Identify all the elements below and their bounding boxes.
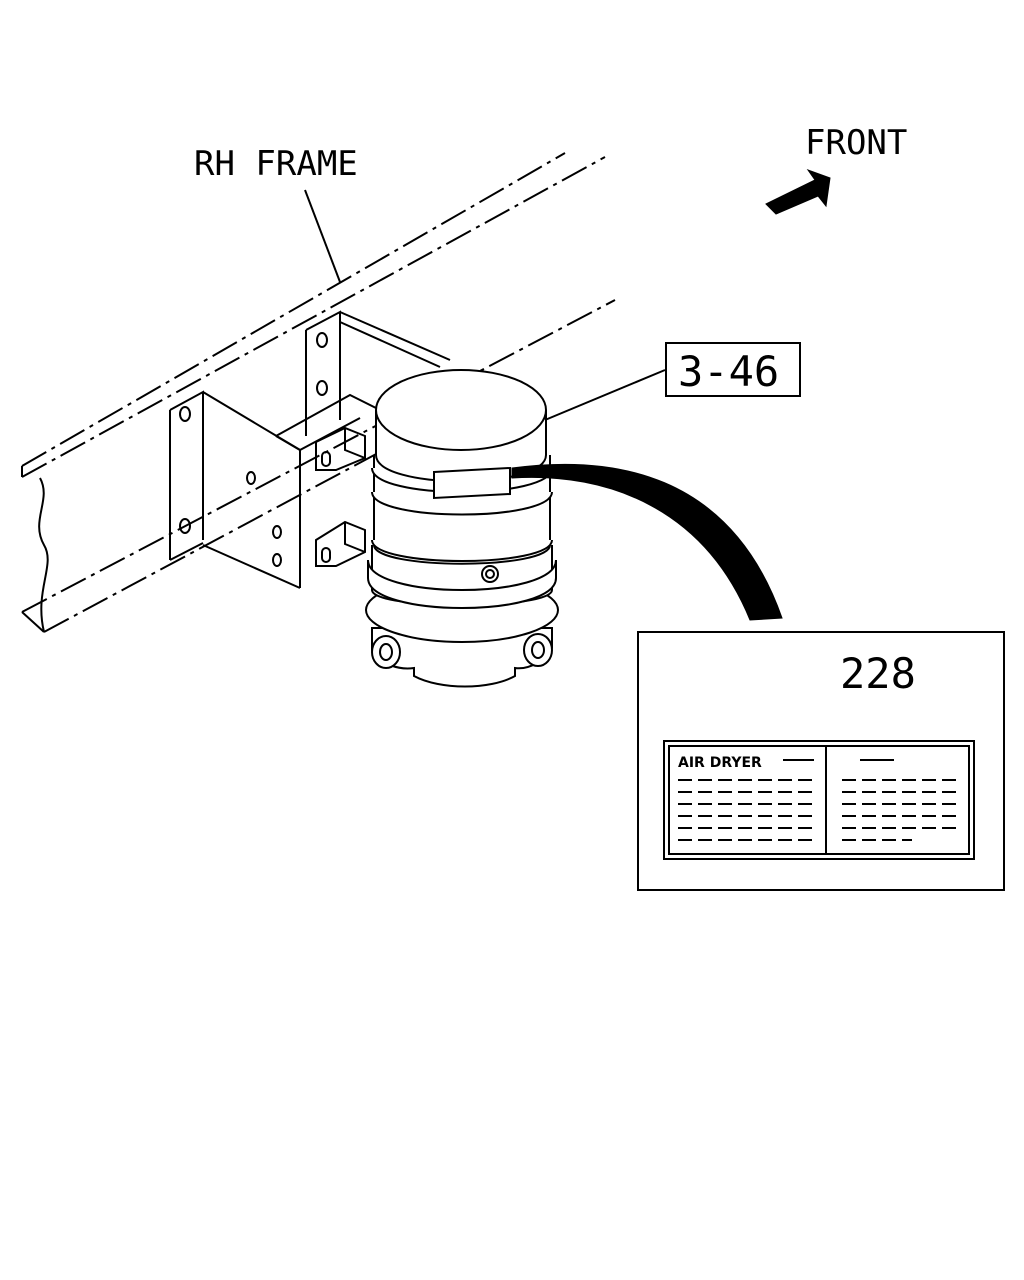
decal-text-right <box>842 779 960 841</box>
air-dryer-decal <box>663 740 975 860</box>
air-dryer-unit <box>365 369 559 688</box>
frame-leader <box>304 189 341 283</box>
decal-title: AIR DRYER <box>678 755 762 771</box>
detail-pointer <box>511 463 783 621</box>
ref-callout-box <box>665 342 801 397</box>
ref-callout-label: 3-46 <box>678 347 779 396</box>
front-label: FRONT <box>805 123 907 163</box>
callout-leader <box>544 369 666 421</box>
decal-text-left <box>678 779 812 841</box>
frame-label: RH FRAME <box>194 144 358 184</box>
label-detail-box: 228 AIR DRYER <box>637 631 1005 891</box>
front-arrow-icon <box>765 168 831 215</box>
rh-frame <box>21 152 616 633</box>
mounting-bracket <box>169 310 451 589</box>
ref-callout[interactable]: 3-46 <box>665 342 801 397</box>
part-number-label[interactable]: 228 <box>840 649 916 698</box>
